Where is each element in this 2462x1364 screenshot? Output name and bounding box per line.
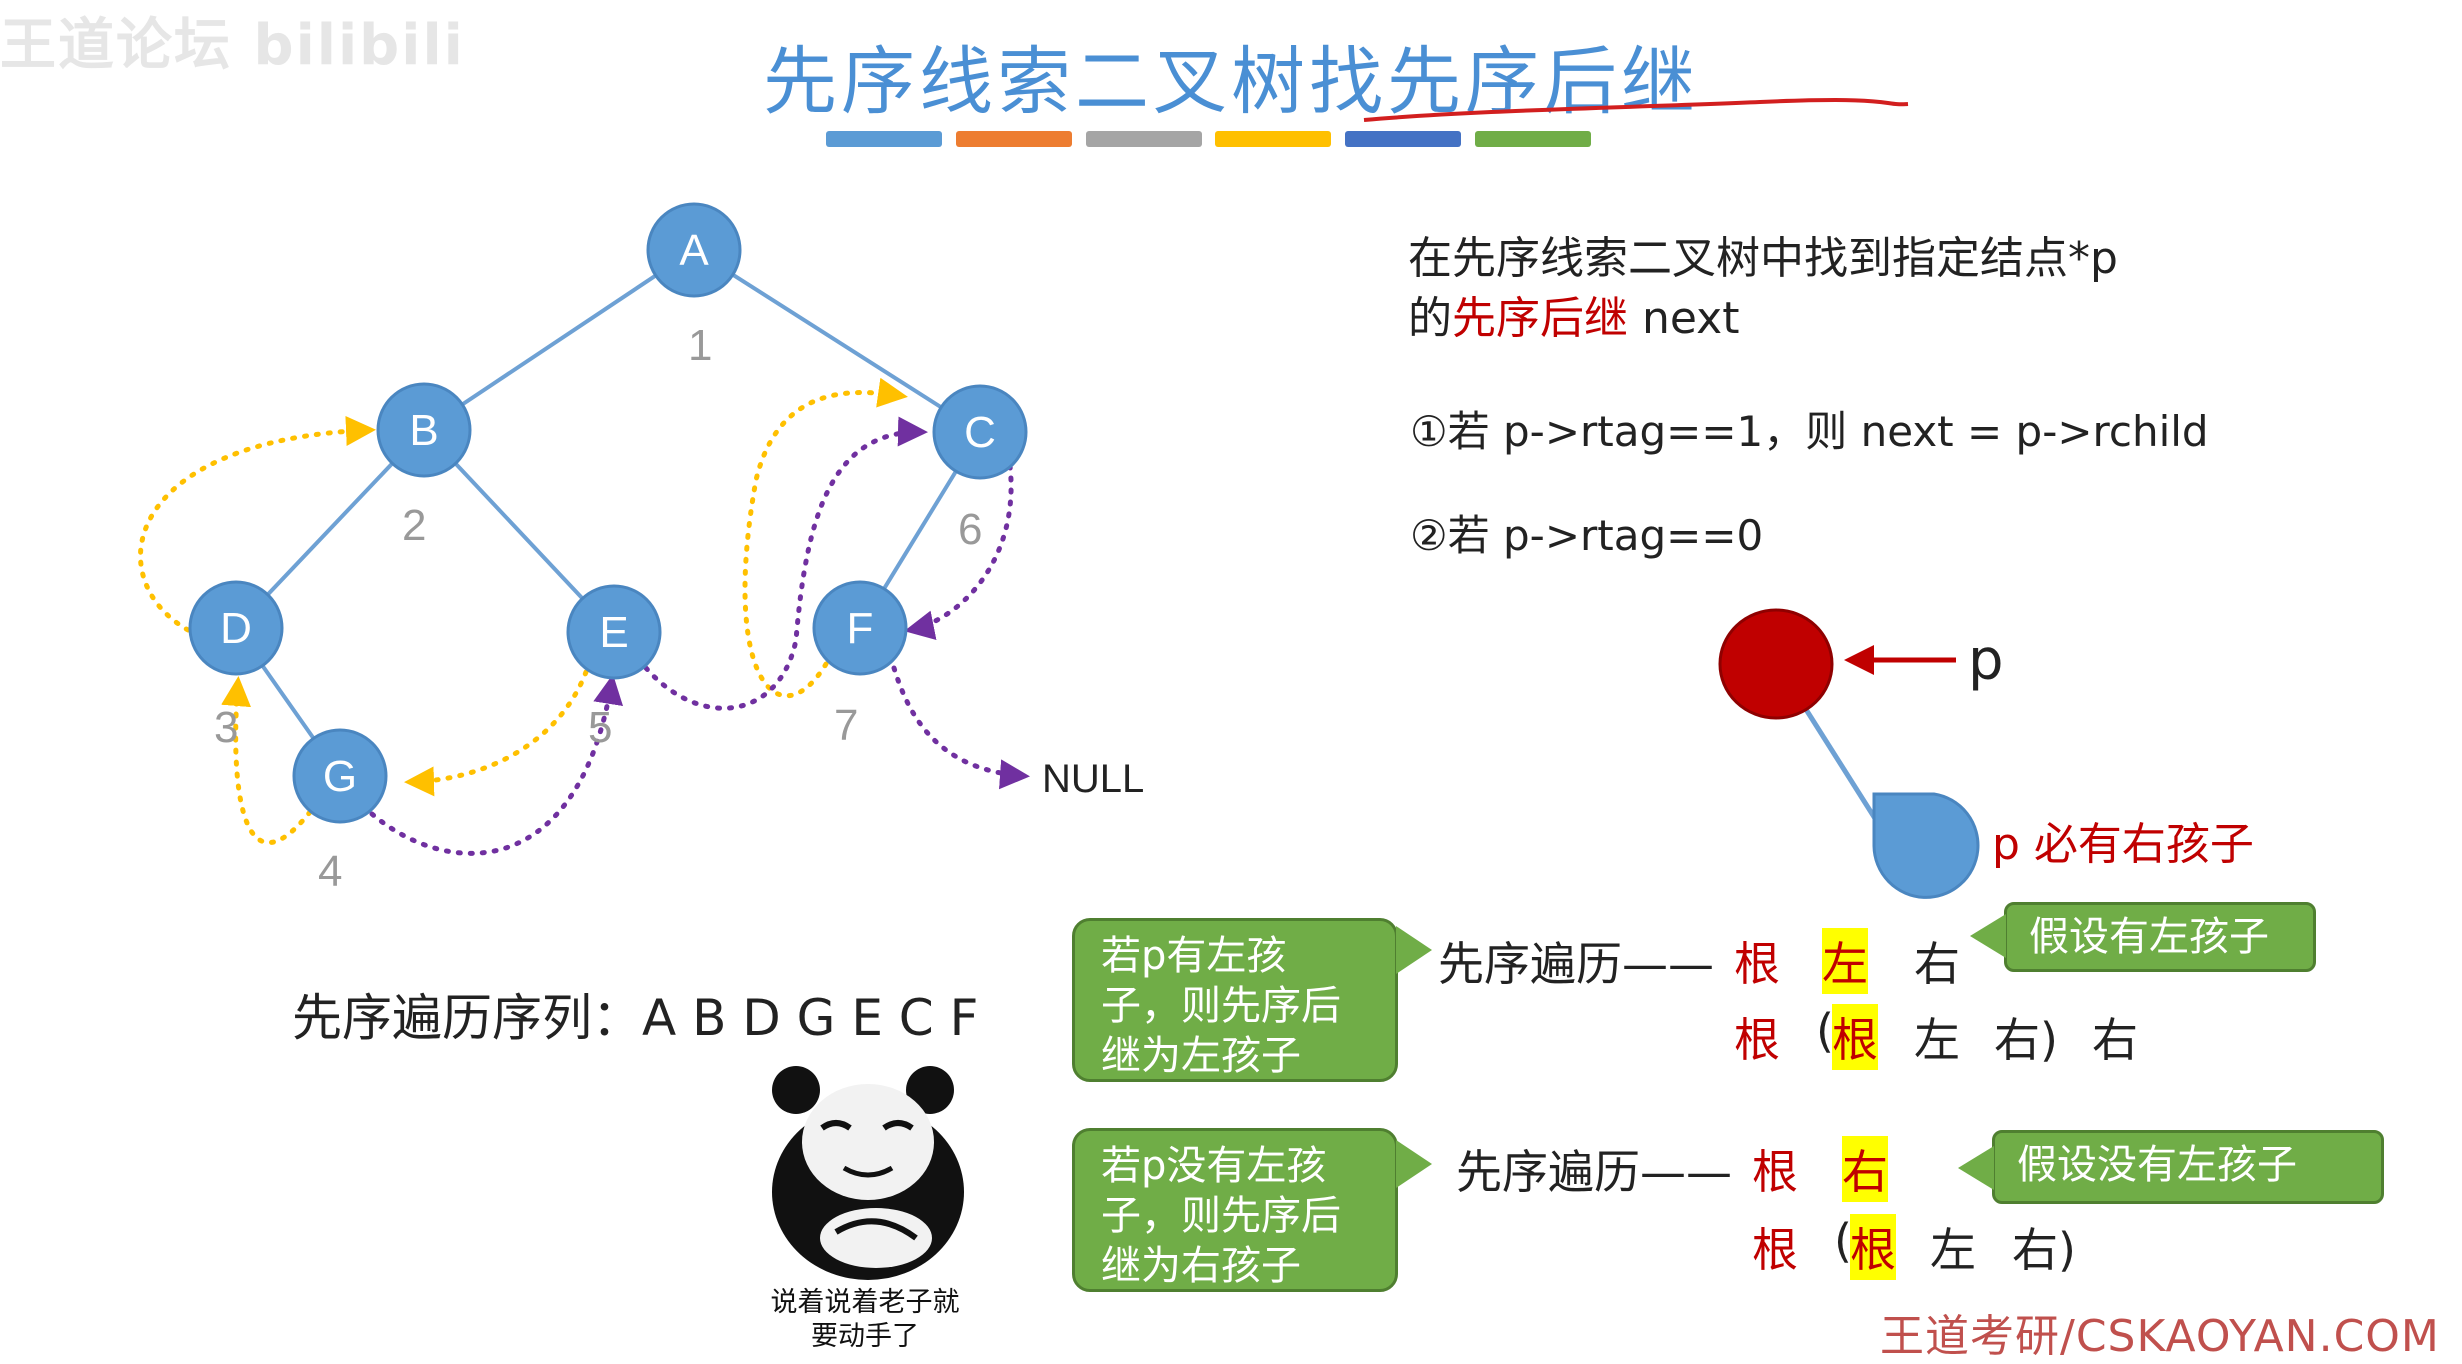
p-node: [1718, 608, 1834, 720]
node-e: E: [566, 584, 662, 680]
node-label: B: [409, 406, 438, 455]
color-segment: [955, 131, 1072, 147]
traversal-label: 先序遍历——: [1438, 937, 1714, 991]
panda-meme-image: [772, 1066, 964, 1280]
trav-root: 根: [1752, 1223, 1798, 1277]
callout-line: 子，则先序后: [1101, 1193, 1341, 1239]
trav-subroot: 根: [1832, 1004, 1878, 1070]
node-c: C: [932, 384, 1028, 480]
color-segment: [1345, 131, 1462, 147]
trav-right: 右: [2092, 1013, 2138, 1067]
node-label: D: [220, 604, 252, 653]
order-number: 6: [958, 505, 982, 554]
thread-e-to-g: [404, 669, 589, 797]
order-number: 1: [688, 321, 712, 370]
purple-threads: [369, 416, 1030, 856]
intro-prefix: 的: [1408, 293, 1452, 344]
trav-right: 右: [1914, 937, 1960, 991]
null-label: NULL: [1042, 757, 1144, 801]
trav-subroot: 根: [1850, 1214, 1896, 1280]
node-label: F: [847, 604, 874, 653]
footer-watermark: 王道考研/CSKAOYAN.COM: [1880, 1311, 2440, 1362]
callout-line: 子，则先序后: [1101, 983, 1341, 1029]
thread-d-to-b: [138, 415, 376, 633]
title-underline: [1363, 98, 1909, 122]
trav-root: 根: [1734, 937, 1780, 991]
node-f: F: [812, 580, 908, 676]
color-segment: [1215, 131, 1332, 147]
callout-no-left: 若p没有左孩 子，则先序后 继为右孩子: [1072, 1128, 1398, 1292]
color-segment: [1474, 131, 1591, 147]
callout-line: 继为右孩子: [1101, 1243, 1301, 1289]
trav-paren: (: [1816, 1004, 1834, 1058]
thread-c-to-f: [904, 463, 1014, 640]
callout-has-left: 若p有左孩 子，则先序后 继为左孩子: [1072, 918, 1398, 1082]
trav-left: 左: [1914, 1013, 1960, 1067]
assumption-no-left: 假设没有左孩子: [1992, 1130, 2384, 1204]
rule-2: ②若 p->rtag==0: [1410, 511, 1764, 560]
thread-f-to-null: [891, 665, 1030, 790]
node-label: A: [679, 226, 709, 275]
intro-line-2: 的先序后继 next: [1408, 282, 1739, 346]
intro-suffix: next: [1628, 293, 1740, 344]
assumption-has-left: 假设有左孩子: [2004, 902, 2316, 972]
p-right-child-label: p 必有右孩子: [1992, 819, 2254, 870]
traversal-label: 先序遍历——: [1456, 1145, 1732, 1199]
intro-line-1: 在先序线索二叉树中找到指定结点*p: [1408, 233, 2118, 284]
order-number: 7: [834, 701, 858, 750]
thread-f-to-c: [742, 377, 908, 699]
node-label: G: [323, 752, 357, 801]
trav-right: 右): [1994, 1013, 2058, 1067]
thread-e-to-c: [643, 416, 928, 711]
trav-paren: (: [1834, 1214, 1852, 1268]
order-number: 2: [402, 501, 426, 550]
node-d: D: [188, 580, 284, 676]
order-number: 4: [318, 847, 342, 896]
trav-right: 右): [2012, 1223, 2076, 1277]
node-g: G: [292, 728, 388, 824]
callout-line: 继为左孩子: [1101, 1033, 1301, 1079]
color-bar: [826, 131, 1591, 147]
assumption-tail: [1970, 914, 2006, 958]
node-a: A: [646, 202, 742, 298]
trav-right: 右: [1842, 1136, 1888, 1202]
preorder-sequence: 先序遍历序列：A B D G E C F: [292, 989, 979, 1047]
trav-root: 根: [1752, 1145, 1798, 1199]
trav-left: 左: [1822, 928, 1868, 994]
callout-tail: [1396, 1140, 1432, 1188]
callout-tail: [1396, 926, 1432, 974]
node-label: C: [964, 408, 996, 457]
yellow-threads: [138, 377, 908, 845]
edge-a-b: [422, 248, 696, 432]
trav-root: 根: [1734, 1013, 1780, 1067]
rule-1: ①若 p->rtag==1，则 next = p->rchild: [1410, 407, 2209, 456]
callout-line: 若p没有左孩: [1101, 1143, 1327, 1189]
meme-caption: 要动手了: [811, 1321, 919, 1352]
color-segment: [1085, 131, 1202, 147]
watermark-logo: 王道论坛 bilibili: [0, 13, 465, 78]
meme-caption: 说着说着老子就: [770, 1287, 960, 1318]
node-label: E: [599, 608, 628, 657]
thread-g-to-e: [369, 674, 624, 856]
order-number: 3: [214, 703, 238, 752]
order-number: 5: [588, 703, 612, 752]
trav-left: 左: [1930, 1223, 1976, 1277]
p-right-child: [1872, 792, 1980, 899]
callout-line: 若p有左孩: [1101, 933, 1287, 979]
assumption-tail: [1958, 1146, 1994, 1190]
p-label: p: [1968, 628, 2004, 693]
thread-g-to-d: [221, 676, 313, 845]
intro-highlight: 先序后继: [1452, 293, 1628, 344]
edge-a-c: [692, 248, 982, 434]
node-b: B: [376, 382, 472, 478]
color-segment: [826, 131, 942, 147]
